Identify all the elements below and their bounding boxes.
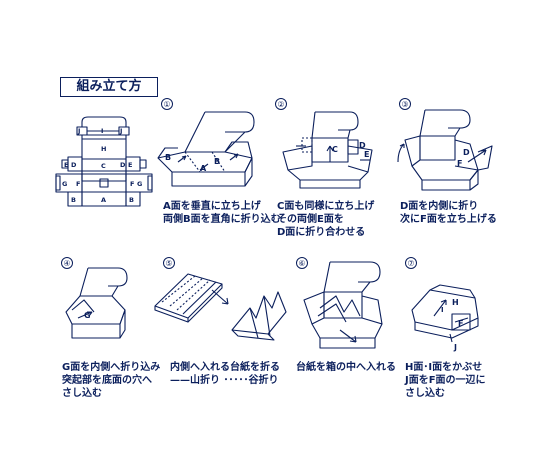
unfolded-box-net	[55, 116, 153, 207]
svg-text:F: F	[458, 319, 463, 328]
svg-text:G: G	[84, 311, 91, 320]
step-4-illustration	[65, 267, 128, 339]
step-4-caption: G面を内側へ折り込み突起部を底面の穴へさし込む	[62, 362, 161, 399]
svg-text:F: F	[76, 180, 80, 188]
svg-text:F: F	[130, 180, 134, 188]
svg-text:G: G	[62, 180, 67, 188]
svg-text:H: H	[452, 298, 459, 307]
step-5-illustration	[154, 273, 287, 341]
svg-text:J: J	[119, 127, 122, 135]
step-6-caption: 台紙を箱の中へ入れる	[296, 362, 396, 373]
svg-text:H: H	[101, 145, 106, 153]
svg-text:B: B	[71, 196, 76, 204]
step-5-caption: 内側へ入れる台紙を折る——山折り ･････谷折り	[170, 362, 280, 386]
svg-text:B: B	[165, 153, 171, 162]
svg-text:E: E	[64, 161, 68, 169]
svg-text:J: J	[453, 343, 457, 352]
svg-text:B: B	[214, 157, 220, 166]
svg-text:D: D	[463, 148, 470, 157]
step-1-number: ①	[161, 98, 173, 110]
svg-text:A: A	[200, 164, 207, 173]
svg-text:C: C	[101, 162, 106, 170]
step-6-number: ⑥	[296, 257, 308, 269]
step-5-number: ⑤	[163, 257, 175, 269]
step-2-number: ②	[275, 98, 287, 110]
step-3-illustration	[397, 109, 493, 191]
step-3-number: ③	[399, 98, 411, 110]
svg-text:E: E	[364, 150, 369, 159]
step-1-caption: A面を垂直に立ち上げ両側B面を直角に折り込む	[163, 201, 281, 225]
step-7-illustration	[411, 284, 479, 343]
svg-text:J: J	[77, 127, 80, 135]
svg-text:I: I	[441, 306, 444, 314]
svg-text:F: F	[457, 159, 462, 168]
svg-text:E: E	[128, 161, 132, 169]
step-3-caption: D面を内側に折り次にF面を立ち上げる	[400, 201, 497, 225]
step-6-illustration	[303, 261, 383, 349]
svg-text:D: D	[120, 161, 126, 169]
step-7-number: ⑦	[405, 257, 417, 269]
svg-text:B: B	[129, 196, 134, 204]
step-1-illustration	[157, 111, 255, 187]
step-4-number: ④	[61, 257, 73, 269]
svg-text:I: I	[101, 127, 103, 135]
svg-text:A: A	[101, 196, 106, 204]
assembly-title: 組み立て方	[60, 77, 158, 97]
svg-text:C: C	[332, 145, 338, 154]
svg-text:D: D	[71, 161, 77, 169]
svg-text:G: G	[137, 180, 142, 188]
step-2-illustration	[282, 111, 373, 189]
svg-text:D: D	[359, 141, 366, 150]
